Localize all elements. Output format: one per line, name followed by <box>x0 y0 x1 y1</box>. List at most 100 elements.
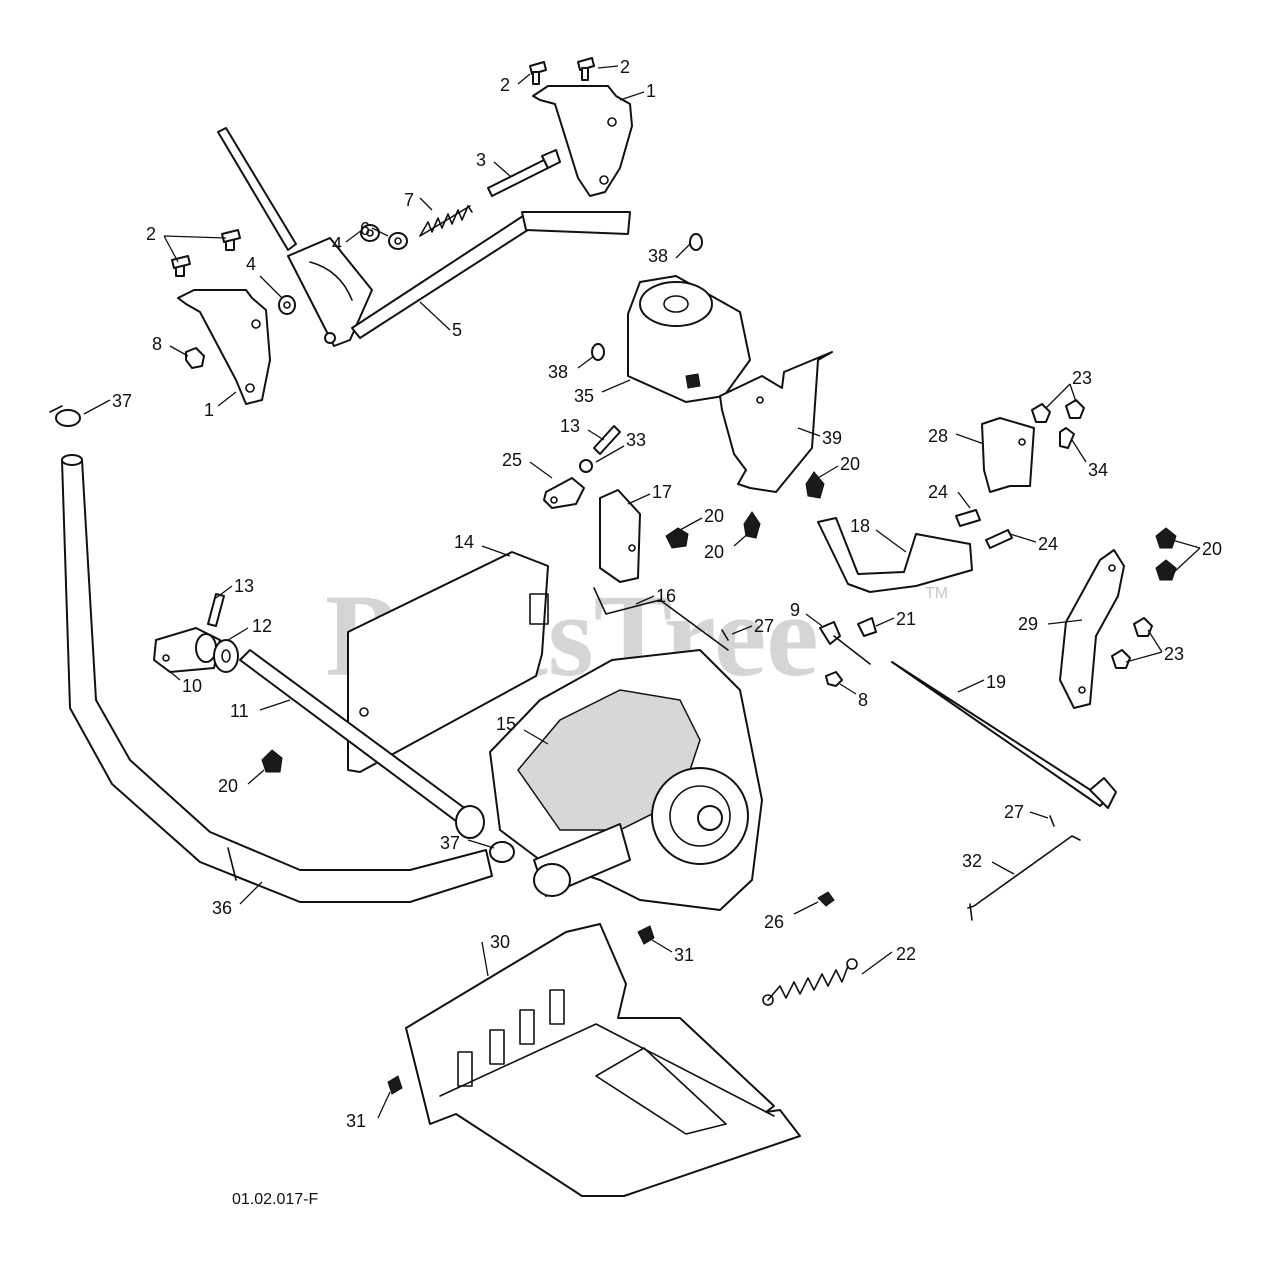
callout-label: 39 <box>822 428 842 448</box>
part-2-bolt-c[interactable] <box>171 255 191 277</box>
callout-9: 9 <box>790 600 823 627</box>
part-38-clip-a[interactable] <box>689 233 703 251</box>
part-2-bolt-a[interactable] <box>529 61 547 85</box>
part-5-shift-rod[interactable] <box>351 211 631 339</box>
part-11-shaft[interactable] <box>239 649 485 839</box>
callout-label: 25 <box>502 450 522 470</box>
callout-8-left: 8 <box>152 334 189 357</box>
callout-label: 20 <box>704 542 724 562</box>
part-shift-lever[interactable] <box>217 127 373 347</box>
callout-label: 10 <box>182 676 202 696</box>
callout-label: 27 <box>754 616 774 636</box>
callout-label: 4 <box>246 254 256 274</box>
part-32-rod[interactable] <box>967 835 1081 921</box>
callout-24-left: 24 <box>928 482 971 509</box>
callout-37-bottom: 37 <box>440 833 495 853</box>
callout-label: 28 <box>928 426 948 446</box>
part-1-bracket-upper[interactable] <box>532 85 633 197</box>
callout-22: 22 <box>861 944 916 975</box>
part-33-clip[interactable] <box>579 459 593 473</box>
callout-21: 21 <box>875 609 916 629</box>
callout-label: 33 <box>626 430 646 450</box>
part-18-bracket[interactable] <box>817 517 973 593</box>
part-23-nut-b[interactable] <box>1111 617 1153 669</box>
part-20-bolt-c[interactable] <box>805 471 825 499</box>
callout-label: 17 <box>652 482 672 502</box>
part-26-spring-clip[interactable] <box>817 891 835 907</box>
part-30-guard[interactable] <box>405 923 801 1197</box>
part-14-plate[interactable] <box>347 551 549 773</box>
part-23-nut-a[interactable] <box>1031 399 1085 423</box>
part-27-cotter-pin-b[interactable] <box>1049 815 1055 827</box>
part-22-spring[interactable] <box>762 958 858 1006</box>
part-20-bolt-b[interactable] <box>743 511 761 539</box>
part-6-washer[interactable] <box>388 232 408 250</box>
part-1-bracket-lower[interactable] <box>177 289 271 405</box>
callout-30: 30 <box>481 932 510 977</box>
part-24-pin-a[interactable] <box>955 509 981 527</box>
callout-25: 25 <box>502 450 553 479</box>
part-10-link[interactable] <box>153 627 221 673</box>
part-9-arm[interactable] <box>819 621 871 665</box>
callout-5: 5 <box>419 301 462 340</box>
callout-38-top: 38 <box>648 243 691 266</box>
part-7-spring[interactable] <box>419 205 473 237</box>
callout-label: 30 <box>490 932 510 952</box>
callout-label: 13 <box>234 576 254 596</box>
callout-20-e: 20 <box>218 769 265 796</box>
part-25-link[interactable] <box>543 477 585 509</box>
part-29-bracket[interactable] <box>1059 549 1125 709</box>
part-8-nut-b[interactable] <box>825 671 843 687</box>
callout-label: 38 <box>648 246 668 266</box>
part-19-rod[interactable] <box>891 661 1117 809</box>
callout-38-mid: 38 <box>548 355 595 382</box>
part-28-bracket[interactable] <box>981 417 1035 493</box>
part-36-hose[interactable] <box>61 454 493 903</box>
callout-1-upper: 1 <box>619 81 656 101</box>
callout-20-c: 20 <box>817 454 860 479</box>
part-31-screw-b[interactable] <box>387 1075 403 1095</box>
callout-31-bottom: 31 <box>346 1091 391 1131</box>
part-20-bolt-d[interactable] <box>1155 527 1177 581</box>
part-38-clip-b[interactable] <box>591 343 605 361</box>
callout-label: 9 <box>790 600 800 620</box>
callout-3: 3 <box>476 150 511 177</box>
part-37-hose-clamp-a[interactable] <box>49 405 81 427</box>
part-37-hose-clamp-b[interactable] <box>489 841 515 863</box>
part-13-pin-a[interactable] <box>593 425 621 455</box>
part-12-washer[interactable] <box>213 639 239 673</box>
callout-19: 19 <box>957 672 1006 693</box>
part-15-transmission[interactable] <box>489 649 763 911</box>
part-24-pin-b[interactable] <box>985 529 1013 549</box>
callout-label: 20 <box>1202 539 1222 559</box>
part-2-bolt-b[interactable] <box>577 57 595 81</box>
part-2-bolt-d[interactable] <box>221 229 241 251</box>
part-8-nut-a[interactable] <box>185 347 205 369</box>
part-4-washer-b[interactable] <box>278 295 296 315</box>
callout-4-upper: 4 <box>332 229 363 254</box>
part-39-reservoir-bracket[interactable] <box>719 351 833 493</box>
callout-label: 36 <box>212 898 232 918</box>
part-20-bolt-a[interactable] <box>665 527 689 549</box>
callout-37-top: 37 <box>83 391 132 415</box>
callout-label: 37 <box>112 391 132 411</box>
part-17-bracket[interactable] <box>599 489 641 583</box>
part-16-rod[interactable] <box>593 587 729 651</box>
part-13-pin-b[interactable] <box>207 593 225 627</box>
part-34-stud[interactable] <box>1059 427 1075 449</box>
part-21-clip[interactable] <box>857 617 877 637</box>
part-27-cotter-pin-a[interactable] <box>721 629 729 641</box>
part-3-shoulder-bolt[interactable] <box>487 149 561 197</box>
callout-18: 18 <box>850 516 907 553</box>
part-20-bolt-e[interactable] <box>261 749 283 773</box>
callout-label: 5 <box>452 320 462 340</box>
part-31-screw-a[interactable] <box>637 925 655 945</box>
callout-2-left: 2 <box>146 224 227 263</box>
callout-label: 15 <box>496 714 516 734</box>
callout-label: 6 <box>360 219 370 239</box>
callout-20-d: 20 <box>1171 539 1222 575</box>
callout-29: 29 <box>1018 614 1083 634</box>
callout-label: 11 <box>230 701 249 721</box>
callout-24-right: 24 <box>1009 533 1058 554</box>
part-35-reservoir[interactable] <box>627 275 751 403</box>
